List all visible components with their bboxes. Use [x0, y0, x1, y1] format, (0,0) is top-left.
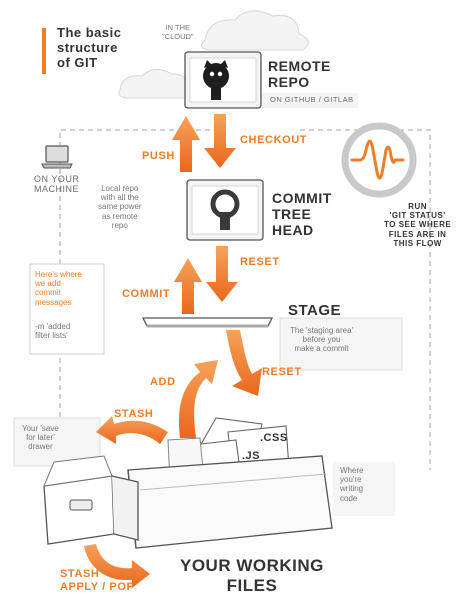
reset-label-2: RESET — [262, 366, 302, 378]
remote-repo-sub: ON GITHUB / GITLAB — [270, 95, 354, 104]
remote-sub-box — [262, 93, 358, 108]
reset-arrow-2 — [226, 330, 262, 396]
file-css-label: .CSS — [260, 432, 288, 444]
add-label: ADD — [150, 376, 176, 388]
machine-label: ON YOUR MACHINE — [34, 174, 80, 195]
remote-repo-label: REMOTE REPO — [268, 58, 331, 91]
cloud-icon — [118, 10, 309, 99]
drawer-icon — [43, 455, 139, 545]
checkout-arrow — [204, 114, 236, 168]
commit-tree-label: COMMIT TREE HEAD — [272, 190, 332, 239]
stash-apply-arrow — [84, 544, 150, 588]
reset-arrow-1 — [206, 246, 238, 302]
page-title: The basic structure of GIT — [57, 25, 122, 70]
local-repo-note-box — [94, 180, 180, 248]
commit-tree-box — [186, 179, 264, 241]
commit-arrow — [174, 258, 202, 314]
machine-boundary — [59, 129, 431, 510]
stash-label: STASH — [114, 408, 154, 420]
reset-label-1: RESET — [240, 256, 280, 268]
add-arrow — [178, 360, 218, 438]
commit-label: COMMIT — [122, 288, 171, 300]
laptop-icon — [41, 145, 73, 169]
commit-flag-note: -m 'added filter lists' — [35, 322, 71, 341]
stage-label: STAGE — [288, 302, 342, 319]
stash-arrow — [96, 416, 168, 444]
stage-shelf — [141, 317, 274, 328]
status-note: RUN 'GIT STATUS' TO SEE WHERE FILES ARE … — [384, 202, 452, 248]
title-accent-bar — [42, 28, 46, 74]
push-arrow — [172, 116, 200, 172]
file-js-label: .JS — [242, 450, 261, 462]
commit-note-box — [29, 263, 105, 355]
push-label: PUSH — [142, 150, 175, 162]
stash-note: Your 'save for later' drawer — [22, 424, 59, 452]
commit-msg-note: Here's where we add commit messages — [35, 270, 82, 307]
local-repo-note: Local repo with all the same power as re… — [98, 184, 142, 230]
working-files-label: YOUR WORKING FILES — [180, 556, 324, 595]
working-files-tray — [127, 455, 333, 549]
github-octocat-icon — [203, 60, 229, 100]
cloud-label: IN THE "CLOUD" — [162, 23, 194, 41]
writing-note: Where you're writing code — [340, 466, 364, 503]
writing-note-box — [333, 462, 395, 516]
stash-apply-label: STASH APPLY / POP — [60, 568, 135, 593]
waveform-icon — [341, 122, 417, 198]
checkout-label: CHECKOUT — [240, 134, 308, 146]
stage-note: The 'staging area' before you make a com… — [290, 326, 354, 354]
git-keyhole-icon — [210, 189, 240, 230]
stage-note-box — [279, 317, 403, 371]
